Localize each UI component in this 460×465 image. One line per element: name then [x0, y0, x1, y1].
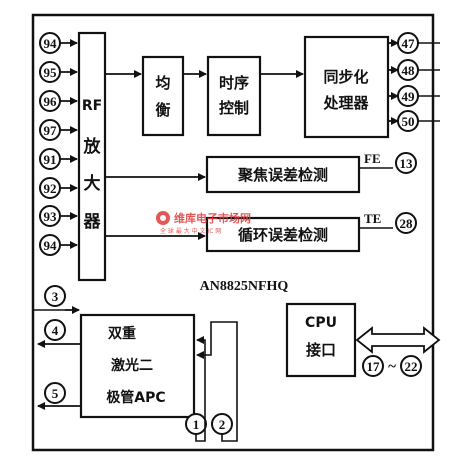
svg-text:95: 95 [44, 65, 58, 80]
pin-13: 13 [395, 152, 417, 174]
svg-text:1: 1 [193, 417, 200, 432]
svg-text:91: 91 [44, 152, 57, 167]
timing-control-block: 时序 控制 [206, 55, 262, 137]
watermark-subtitle: 全 球 最 大 中 文 IC 网 [160, 227, 221, 235]
sync-output-pins: 47 48 49 50 [389, 32, 440, 132]
pin-rf-6: 92 [39, 177, 61, 199]
svg-text:循环误差检测: 循环误差检测 [238, 226, 328, 244]
focus-error-block: 聚焦误差检测 [205, 155, 361, 194]
pin-4: 4 [44, 319, 66, 341]
svg-text:控制: 控制 [219, 99, 249, 117]
pin-28: 28 [395, 212, 417, 234]
pin-3: 3 [44, 285, 66, 307]
svg-text:49: 49 [402, 89, 416, 104]
svg-text:94: 94 [44, 238, 58, 253]
cpu-bus-sep: ~ [388, 359, 396, 375]
svg-text:96: 96 [44, 94, 58, 109]
fe-label: FE [364, 151, 381, 166]
svg-text:2: 2 [219, 417, 226, 432]
apc-bottom-pins: 1 2 [185, 321, 238, 442]
svg-text:13: 13 [400, 156, 414, 171]
pin-rf-3: 96 [39, 90, 61, 112]
pin-50: 50 [397, 110, 419, 132]
svg-text:3: 3 [52, 289, 59, 304]
pin-2: 2 [211, 413, 233, 435]
svg-text:22: 22 [405, 359, 418, 374]
svg-text:94: 94 [44, 36, 58, 51]
tracking-error-block: 循环误差检测 [205, 216, 361, 253]
pin-47: 47 [397, 32, 419, 54]
watermark-logo: 维库电子市场网 全 球 最 大 中 文 IC 网 [156, 211, 251, 235]
svg-text:47: 47 [402, 36, 416, 51]
pin-rf-4: 97 [39, 119, 61, 141]
sync-processor-block: 同步化 处理器 [303, 35, 390, 139]
chip-outline [31, 13, 435, 452]
pin-17: 17 [362, 355, 384, 377]
pin-5: 5 [44, 382, 66, 404]
svg-text:93: 93 [44, 209, 58, 224]
pin-rf-2: 95 [39, 61, 61, 83]
svg-text:CPU: CPU [305, 315, 337, 331]
svg-text:48: 48 [402, 63, 416, 78]
apc-left-pins: 3 4 5 [33, 285, 80, 410]
pin-rf-1: 94 [39, 32, 61, 54]
rf-amp-label-4: 器 [83, 212, 102, 232]
rf-amp-label-1: RF [82, 98, 102, 114]
cpu-bus-arrow [355, 326, 441, 354]
pin-rf-8: 94 [39, 234, 61, 256]
svg-text:97: 97 [44, 123, 58, 138]
svg-text:处理器: 处理器 [322, 94, 369, 112]
svg-text:4: 4 [52, 323, 59, 338]
svg-text:聚焦误差检测: 聚焦误差检测 [237, 166, 328, 184]
svg-text:均: 均 [155, 74, 170, 92]
pin-1: 1 [185, 413, 207, 435]
cpu-bus-pins: 17 ~ 22 [362, 355, 422, 377]
svg-text:衡: 衡 [155, 101, 170, 119]
pin-rf-7: 93 [39, 205, 61, 227]
rf-amp-label-3: 大 [84, 173, 101, 194]
pin-rf-5: 91 [39, 148, 61, 170]
te-label: TE [364, 211, 381, 226]
dual-laser-apc-block: 双重 激光二 极管APC [79, 313, 196, 419]
chip-label: AN8825NFHQ [200, 279, 289, 294]
svg-text:50: 50 [402, 114, 415, 129]
pin-48: 48 [397, 59, 419, 81]
watermark-title: 维库电子市场网 [174, 211, 251, 225]
rf-amplifier-block: RF 放 大 器 [77, 31, 107, 282]
equalizer-block: 均 衡 [141, 55, 185, 137]
svg-text:92: 92 [44, 181, 57, 196]
svg-text:17: 17 [367, 359, 381, 374]
svg-text:激光二: 激光二 [111, 357, 153, 374]
svg-text:双重: 双重 [108, 325, 136, 342]
svg-text:接口: 接口 [306, 341, 336, 359]
svg-text:同步化: 同步化 [323, 68, 368, 86]
rf-input-pins: 94 95 96 97 91 92 93 94 [39, 32, 78, 256]
pin-49: 49 [397, 85, 419, 107]
svg-text:5: 5 [52, 386, 59, 401]
pin-22: 22 [400, 355, 422, 377]
svg-text:极管APC: 极管APC [106, 389, 165, 406]
svg-text:28: 28 [400, 216, 414, 231]
cpu-interface-block: CPU 接口 [285, 302, 357, 378]
rf-amp-label-2: 放 [83, 136, 102, 157]
svg-text:时序: 时序 [219, 74, 249, 92]
